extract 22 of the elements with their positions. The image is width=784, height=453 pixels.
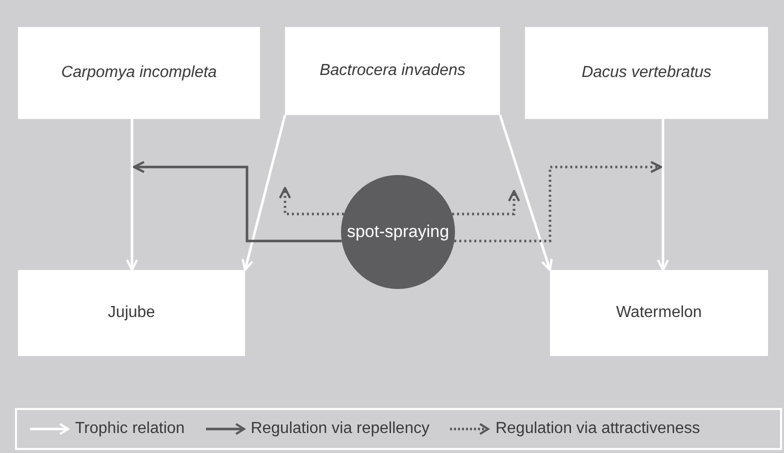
species-box [18, 27, 260, 119]
species-box [525, 27, 768, 119]
legend-label: Trophic relation [75, 419, 185, 439]
regulation-arrow [132, 160, 342, 242]
trophic-arrow [498, 114, 553, 272]
trophic-arrow [126, 119, 138, 272]
dotted-arrow [454, 160, 662, 242]
node-label: Carpomya incompleta [61, 63, 217, 83]
trophic-arrow [242, 114, 286, 272]
trophic-arrow [656, 119, 670, 272]
legend-label: Regulation via repellency [250, 419, 430, 439]
dotted-arrow [278, 186, 344, 216]
node-label: Watermelon [616, 303, 702, 323]
species-box [285, 27, 500, 115]
legend-label: Regulation via attractiveness [495, 419, 700, 439]
node-label: Dacus vertebratus [582, 63, 712, 83]
dotted-arrow [452, 190, 520, 216]
node-label: Jujube [108, 303, 156, 323]
node-label: spot-spraying [346, 221, 450, 243]
crop-box [18, 270, 245, 356]
node-label: Bactrocera invadens [320, 61, 466, 81]
crop-box [550, 270, 768, 356]
